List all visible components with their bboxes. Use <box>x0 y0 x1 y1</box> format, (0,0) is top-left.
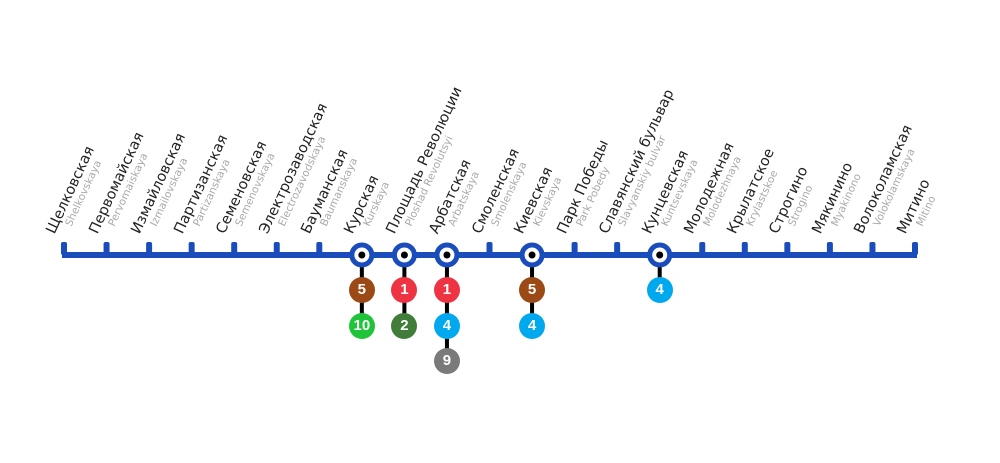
station-tick <box>231 242 238 255</box>
transfer-line-badge: 5 <box>519 277 546 303</box>
station-tick <box>103 242 110 255</box>
station-tick <box>912 242 918 255</box>
station-tick <box>869 242 876 255</box>
station-tick <box>61 242 67 255</box>
interchange-station-dot <box>400 251 408 259</box>
transfer-line-badge: 5 <box>348 277 375 303</box>
station-tick <box>146 242 153 255</box>
transfer-line-badge: 1 <box>391 277 418 303</box>
station-tick <box>486 242 493 255</box>
transfer-line-badge: 4 <box>519 312 546 339</box>
interchange-station-dot <box>656 251 664 259</box>
transfer-line-badge: 2 <box>391 312 418 339</box>
transfer-line-badge: 4 <box>433 312 460 339</box>
station-tick <box>316 242 323 255</box>
station-tick <box>571 242 578 255</box>
station-tick <box>273 242 280 255</box>
station-tick <box>826 242 833 255</box>
station-tick <box>188 242 195 255</box>
transfer-line-badge: 9 <box>433 348 460 374</box>
station-tick <box>614 242 621 255</box>
transfer-line-badge: 10 <box>348 312 375 339</box>
interchange-station-dot <box>358 251 366 259</box>
interchange-station-dot <box>528 251 536 259</box>
transfer-line-badge: 4 <box>646 277 673 303</box>
transfer-line-badge: 1 <box>433 277 460 303</box>
station-tick <box>784 242 791 255</box>
interchange-station-dot <box>443 251 451 259</box>
station-tick <box>741 242 748 255</box>
station-tick <box>699 242 706 255</box>
